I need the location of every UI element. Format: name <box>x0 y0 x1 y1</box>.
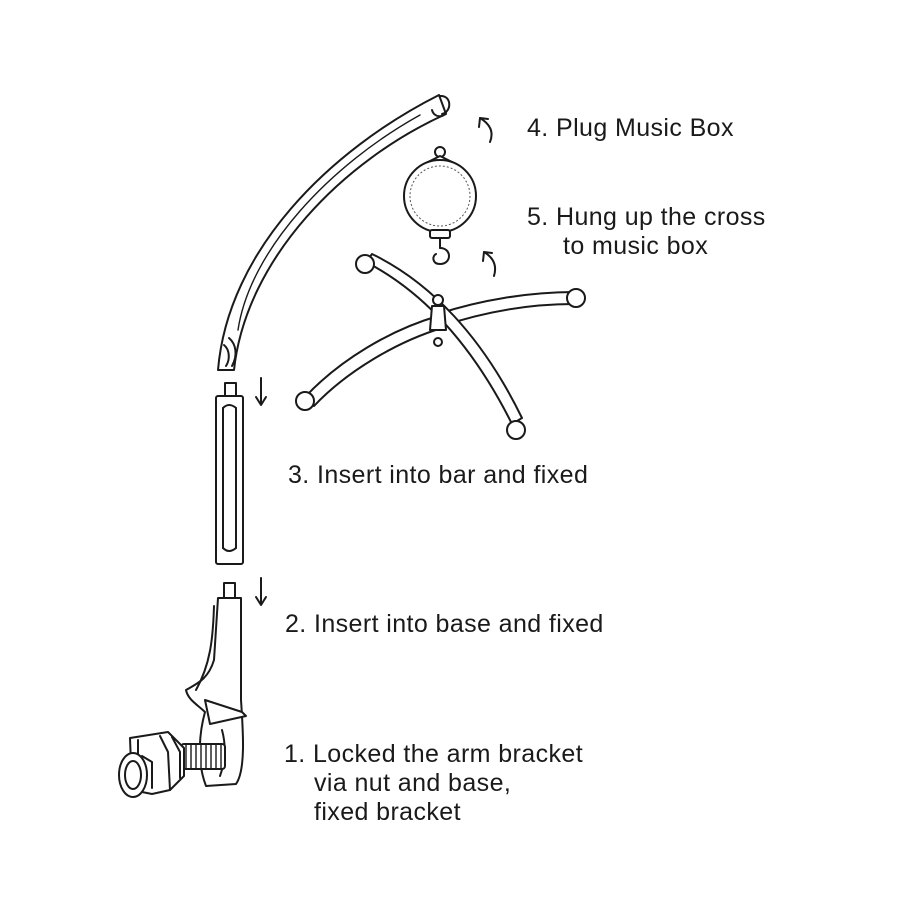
step-4-label: 4. Plug Music Box <box>527 114 734 143</box>
middle-bar <box>215 382 244 565</box>
cross-hanger <box>295 253 586 440</box>
curved-arm <box>217 94 451 371</box>
base-bracket <box>185 582 247 787</box>
step-3-line-1: 3. Insert into bar and fixed <box>288 461 589 489</box>
curved-arrow-icon <box>478 117 493 143</box>
step-1-label: 1. Locked the arm bracket via nut and ba… <box>284 740 583 827</box>
step-3-label: 3. Insert into bar and fixed <box>288 461 588 490</box>
music-box <box>403 146 477 265</box>
threaded-bolt <box>180 743 226 770</box>
step-4-line-1: 4. Plug Music Box <box>527 114 734 142</box>
curved-arrow-icon <box>482 251 497 277</box>
down-arrow-icon <box>255 577 267 606</box>
step-5-label: 5. Hung up the cross to music box <box>527 203 766 261</box>
step-1-line-2: via nut and base, <box>314 769 512 797</box>
step-2-label: 2. Insert into base and fixed <box>285 610 604 639</box>
knob-nut <box>118 731 185 798</box>
step-2-line-1: 2. Insert into base and fixed <box>285 610 604 638</box>
down-arrow-icon <box>255 377 267 406</box>
step-5-line-1: 5. Hung up the cross <box>527 203 766 231</box>
step-1-line-3: fixed bracket <box>314 798 461 826</box>
step-5-line-2: to music box <box>563 232 709 260</box>
step-1-line-1: 1. Locked the arm bracket <box>284 740 584 768</box>
